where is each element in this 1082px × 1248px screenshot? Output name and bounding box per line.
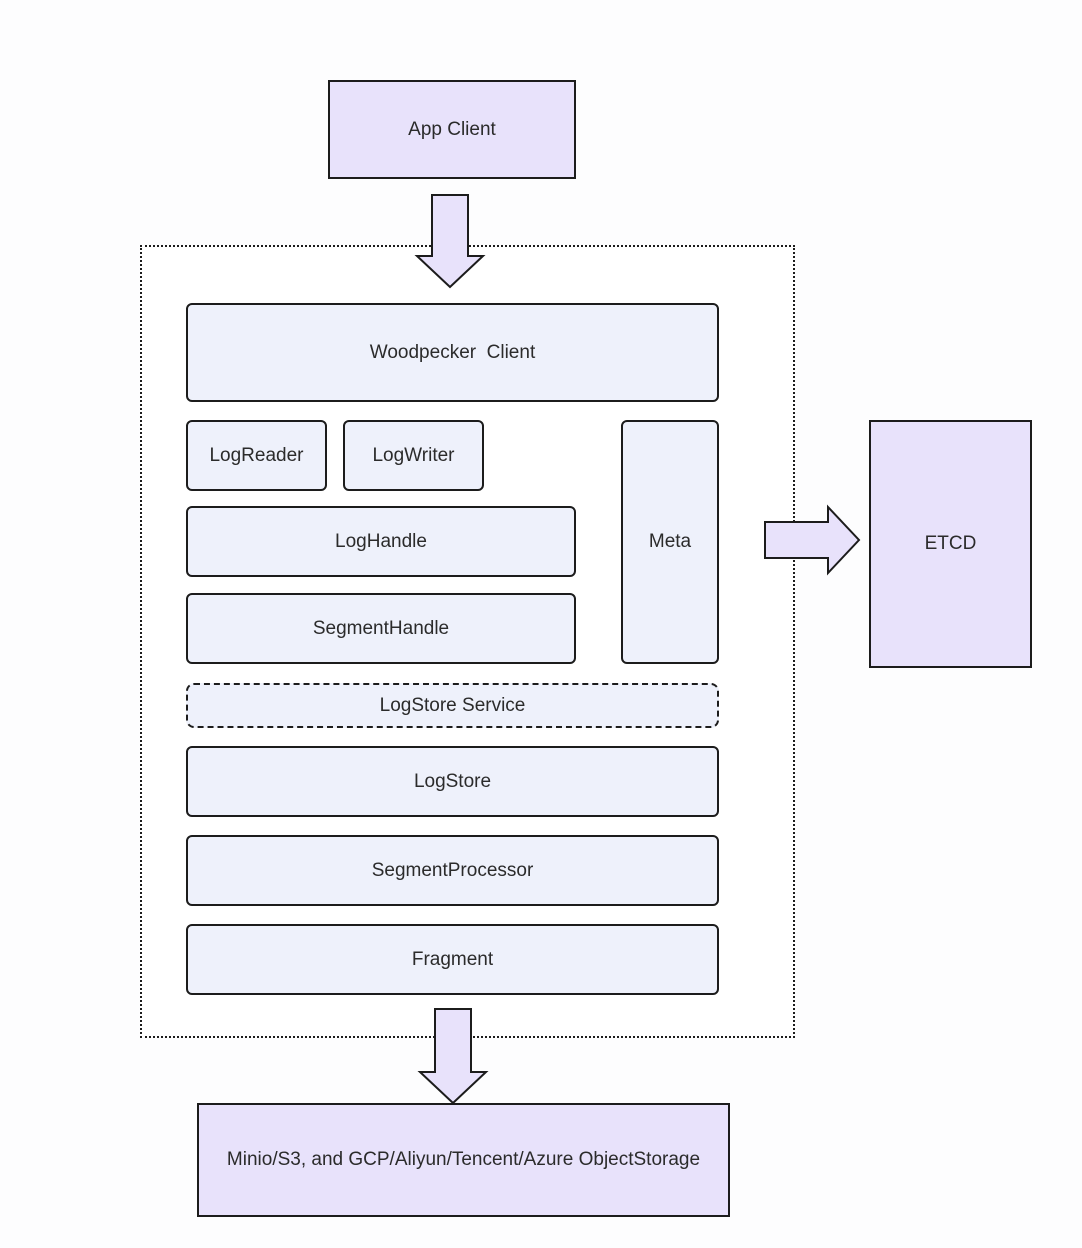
etcd-box: ETCD <box>869 420 1032 668</box>
logstore-service-label: LogStore Service <box>379 694 526 716</box>
meta-label: Meta <box>648 531 692 552</box>
woodpecker-client-box: Woodpecker Client <box>186 303 719 402</box>
logstore-label: LogStore <box>413 770 492 792</box>
log-handle-box: LogHandle <box>186 506 576 577</box>
woodpecker-client-label: Woodpecker Client <box>369 341 536 363</box>
down-arrow-icon <box>417 1008 489 1105</box>
fragment-box: Fragment <box>186 924 719 995</box>
app-client-label: App Client <box>408 118 496 140</box>
segment-processor-label: SegmentProcessor <box>371 859 534 881</box>
segment-processor-box: SegmentProcessor <box>186 835 719 906</box>
log-reader-label: LogReader <box>209 444 304 466</box>
app-client-box: App Client <box>328 80 576 179</box>
object-storage-label: Minio/S3, and GCP/Aliyun/Tencent/Azure O… <box>226 1149 701 1170</box>
meta-box: Meta <box>621 420 719 664</box>
log-writer-box: LogWriter <box>343 420 484 491</box>
logstore-box: LogStore <box>186 746 719 817</box>
right-arrow-icon <box>764 504 861 576</box>
fragment-label: Fragment <box>411 948 494 970</box>
etcd-label: ETCD <box>924 533 977 554</box>
down-arrow-icon <box>414 194 486 289</box>
logstore-service-box: LogStore Service <box>186 683 719 728</box>
log-reader-box: LogReader <box>186 420 327 491</box>
log-handle-label: LogHandle <box>335 530 427 552</box>
object-storage-box: Minio/S3, and GCP/Aliyun/Tencent/Azure O… <box>197 1103 730 1217</box>
segment-handle-box: SegmentHandle <box>186 593 576 664</box>
log-writer-label: LogWriter <box>372 444 455 466</box>
segment-handle-label: SegmentHandle <box>312 617 450 639</box>
